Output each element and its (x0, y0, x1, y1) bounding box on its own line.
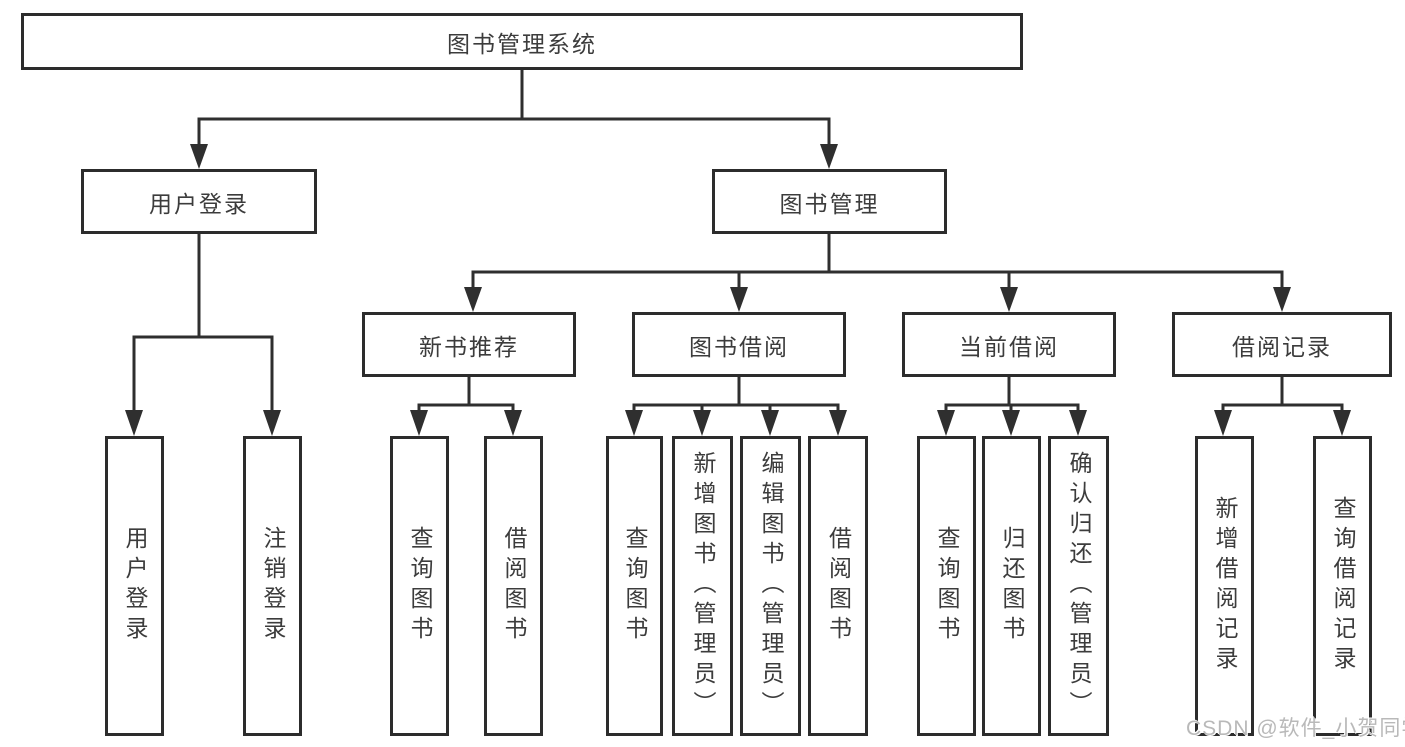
node-book-management-label: 图书管理 (779, 190, 880, 217)
node-leaf-borrow-books-1: 借阅图书 (484, 436, 543, 736)
node-current-borrowing-label: 当前借阅 (959, 333, 1059, 360)
node-book-borrowing-label: 图书借阅 (689, 333, 789, 360)
node-leaf-confirm-return-admin: 确认归还（管理员） (1048, 436, 1109, 736)
node-leaf-return-books: 归还图书 (982, 436, 1041, 736)
csdn-watermark: CSDN @软件_小贺同学 (1186, 717, 1405, 740)
node-leaf-query-borrow-record-label: 查询借阅记录 (1330, 496, 1356, 676)
node-leaf-edit-books-admin: 编辑图书（管理员） (740, 436, 801, 736)
node-leaf-add-books-admin: 新增图书（管理员） (672, 436, 733, 736)
node-leaf-add-borrow-record: 新增借阅记录 (1195, 436, 1254, 736)
node-book-management: 图书管理 (712, 169, 947, 234)
node-leaf-add-books-admin-label: 新增图书（管理员） (690, 451, 716, 721)
node-leaf-user-login-label: 用户登录 (122, 526, 148, 646)
node-user-login-label: 用户登录 (149, 190, 249, 217)
node-leaf-borrow-books-2-label: 借阅图书 (825, 526, 852, 646)
node-leaf-query-books-1-label: 查询图书 (407, 526, 433, 646)
node-new-book-recommend-label: 新书推荐 (419, 333, 519, 360)
node-leaf-add-borrow-record-label: 新增借阅记录 (1212, 496, 1238, 676)
node-leaf-query-books-3: 查询图书 (917, 436, 976, 736)
node-leaf-borrow-books-1-label: 借阅图书 (501, 526, 527, 646)
node-leaf-borrow-books-2: 借阅图书 (808, 436, 868, 736)
node-leaf-confirm-return-admin-label: 确认归还（管理员） (1066, 451, 1092, 721)
node-leaf-query-borrow-record: 查询借阅记录 (1313, 436, 1372, 736)
node-leaf-edit-books-admin-label: 编辑图书（管理员） (758, 451, 784, 721)
node-library-system-label: 图书管理系统 (447, 30, 597, 57)
node-borrowing-records: 借阅记录 (1172, 312, 1392, 377)
node-leaf-query-books-3-label: 查询图书 (934, 526, 960, 646)
node-leaf-return-books-label: 归还图书 (999, 526, 1025, 646)
node-library-system: 图书管理系统 (21, 13, 1023, 70)
node-new-book-recommend: 新书推荐 (362, 312, 576, 377)
node-borrowing-records-label: 借阅记录 (1232, 333, 1332, 360)
node-leaf-user-login: 用户登录 (105, 436, 164, 736)
node-book-borrowing: 图书借阅 (632, 312, 846, 377)
node-leaf-logout: 注销登录 (243, 436, 302, 736)
node-leaf-query-books-2: 查询图书 (606, 436, 663, 736)
node-user-login: 用户登录 (81, 169, 317, 234)
node-leaf-query-books-2-label: 查询图书 (622, 526, 648, 646)
node-leaf-logout-label: 注销登录 (260, 526, 286, 646)
node-current-borrowing: 当前借阅 (902, 312, 1116, 377)
node-leaf-query-books-1: 查询图书 (390, 436, 449, 736)
